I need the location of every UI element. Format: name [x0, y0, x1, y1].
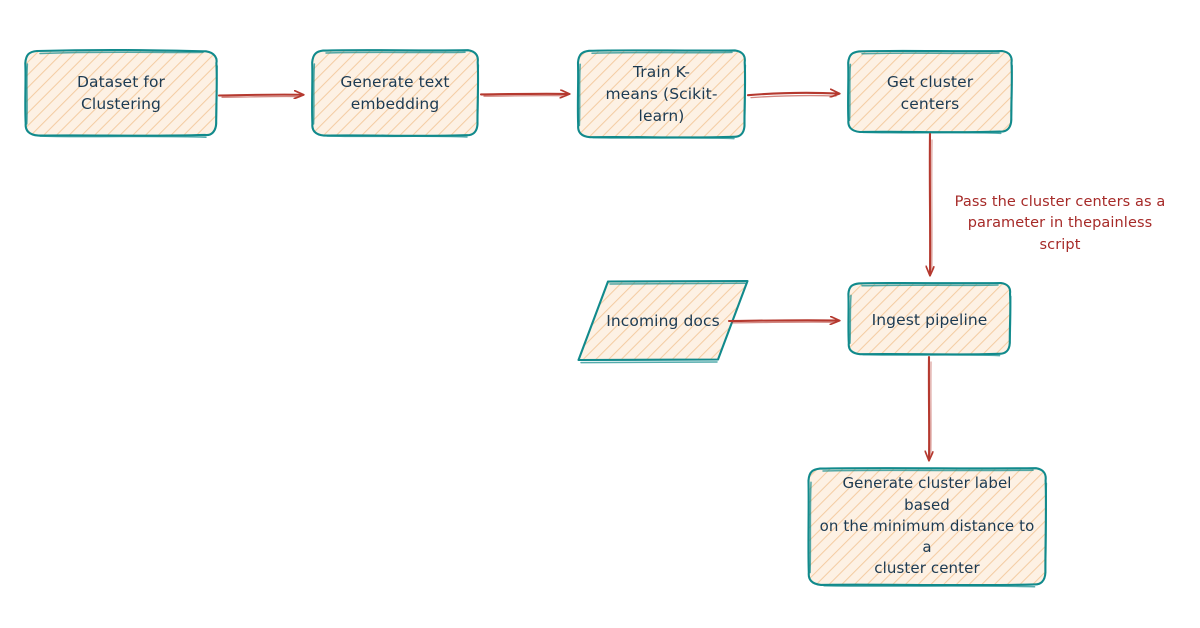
- node-hit-generate-text-embedding[interactable]: [312, 50, 478, 136]
- node-hit-incoming-docs[interactable]: [578, 281, 748, 360]
- node-generate-cluster-label[interactable]: [807, 467, 1048, 588]
- edge-centers-to-ingest: [930, 132, 932, 275]
- edge-label-pass-cluster-centers: Pass the cluster centers as a parameter …: [954, 194, 1166, 253]
- node-hit-get-cluster-centers[interactable]: [848, 51, 1012, 134]
- edge-ingest-to-generate-label: [929, 355, 931, 460]
- edge-kmeans-to-centers: [746, 93, 839, 99]
- edge-dataset-to-embedding: [217, 95, 303, 98]
- node-generate-text-embedding[interactable]: [311, 49, 480, 138]
- node-ingest-pipeline[interactable]: [847, 281, 1012, 357]
- node-hit-dataset-for-clustering[interactable]: [25, 50, 217, 136]
- node-hit-generate-cluster-label[interactable]: [808, 468, 1046, 585]
- edge-incoming-to-ingest: [727, 320, 839, 323]
- edge-embedding-to-kmeans: [479, 94, 569, 96]
- node-train-kmeans[interactable]: [576, 49, 747, 140]
- node-dataset-for-clustering[interactable]: [24, 49, 218, 138]
- node-hit-ingest-pipeline[interactable]: [848, 283, 1011, 357]
- node-get-cluster-centers[interactable]: [847, 49, 1013, 135]
- node-incoming-docs[interactable]: [577, 279, 749, 364]
- node-hit-train-kmeans[interactable]: [578, 50, 745, 137]
